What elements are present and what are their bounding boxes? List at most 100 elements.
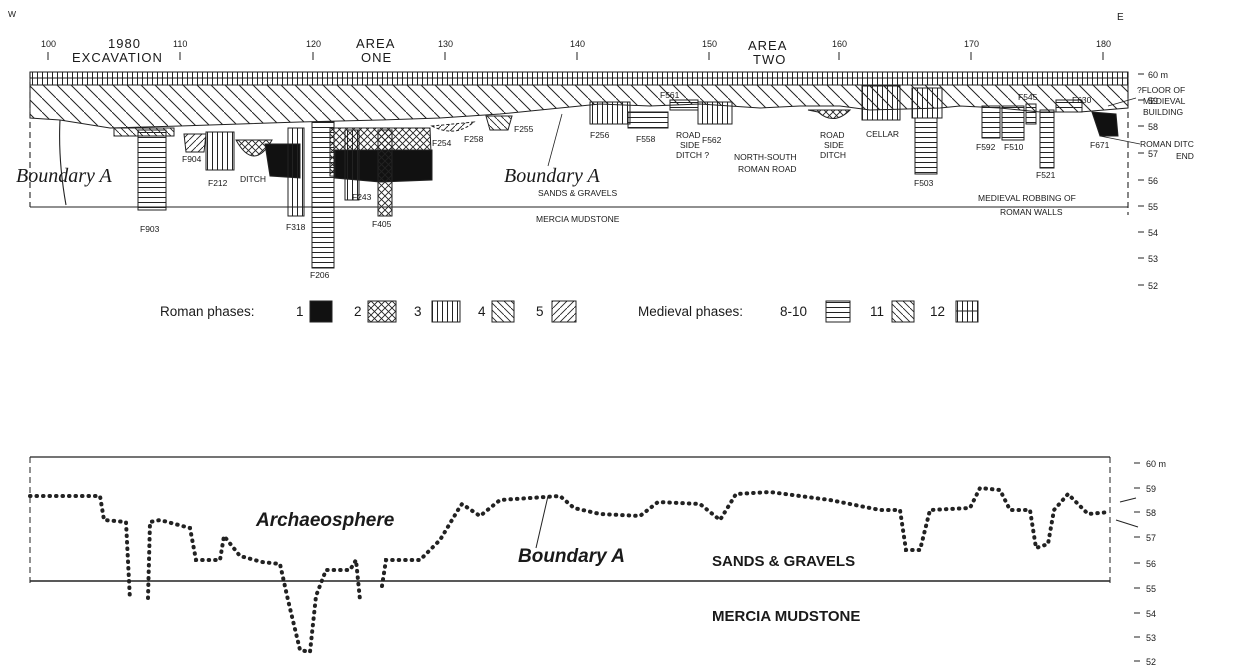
- roman-ditch-end-line1: ROMAN DITC: [1140, 139, 1194, 149]
- mercia-mudstone-bottom-label: MERCIA MUDSTONE: [712, 608, 860, 625]
- scale-bottom-tick: 55: [1146, 584, 1156, 594]
- roman-phase-2-label: 2: [354, 304, 362, 319]
- area-two-heading-line2: TWO: [753, 52, 786, 67]
- road-side-ditch-q-line1: ROAD: [676, 130, 701, 140]
- roman-phases-label: Roman phases:: [160, 304, 255, 319]
- depth-scale-bottom: 60 m 59 58 57 56 55 54 53 52: [1115, 459, 1166, 667]
- medieval-phase-8-10-swatch: [825, 300, 851, 323]
- medieval-floor-line3: BUILDING: [1143, 107, 1183, 117]
- leader-lines: [547, 97, 1141, 167]
- scale-top-60: 60 m: [1148, 70, 1168, 80]
- scale-bottom-tick: 53: [1146, 633, 1156, 643]
- f521-label: F521: [1036, 170, 1056, 180]
- north-south-road-line1: NORTH-SOUTH: [734, 152, 797, 162]
- boundary-a-bottom-label: Boundary A: [518, 546, 625, 567]
- scale-top-tick: 54: [1148, 228, 1158, 238]
- chainage-tick-label: 150: [702, 39, 717, 49]
- boundary-a-dotted-line: [28, 485, 1112, 655]
- mercia-mudstone-top-label: MERCIA MUDSTONE: [536, 214, 620, 224]
- chainage-tick-label: 130: [438, 39, 453, 49]
- f405-label: F405: [372, 219, 392, 229]
- scale-top-tick: 53: [1148, 254, 1158, 264]
- scale-bottom-tick: 57: [1146, 533, 1156, 543]
- chainage-tick-label: 170: [964, 39, 979, 49]
- roman-phase-5-label: 5: [536, 304, 544, 319]
- phase-legend: Roman phases: 1 2 3 4 5 Medieval phases:…: [160, 300, 979, 323]
- f206-label: F206: [310, 270, 330, 280]
- chainage-tick-label: 100: [41, 39, 56, 49]
- roman-ditch-end-line2: END: [1176, 151, 1194, 161]
- depth-scale-top: 60 m 59 58 57 56 55 54 53 52: [1138, 70, 1168, 291]
- medieval-phases-label: Medieval phases:: [638, 304, 743, 319]
- chainage-axis: 100 110 120 130 140 150 160 170 180: [41, 39, 1111, 60]
- f558-label: F558: [636, 134, 656, 144]
- roman-phase-3-swatch: [431, 300, 461, 323]
- chainage-tick-label: 160: [832, 39, 847, 49]
- robbing-line2: ROMAN WALLS: [1000, 207, 1063, 217]
- robbing-line1: MEDIEVAL ROBBING OF: [978, 193, 1076, 203]
- scale-bottom-tick: 54: [1146, 609, 1156, 619]
- scale-bottom-tick: 58: [1146, 508, 1156, 518]
- chainage-tick-label: 180: [1096, 39, 1111, 49]
- road-side-ditch-line3: DITCH: [820, 150, 846, 160]
- ditch-label: DITCH: [240, 174, 266, 184]
- bottom-section: Archaeosphere Boundary A SANDS & GRAVELS…: [28, 456, 1166, 667]
- roman-phase-4-swatch: [491, 300, 515, 323]
- cellar-label: CELLAR: [866, 129, 899, 139]
- road-side-ditch-line1: ROAD: [820, 130, 845, 140]
- roman-phase-1-swatch: [309, 300, 333, 323]
- excavation-1980-heading-line1: 1980: [108, 36, 141, 51]
- chainage-tick-label: 110: [173, 39, 187, 49]
- annotations: ROAD SIDE DITCH ? NORTH-SOUTH ROMAN ROAD…: [676, 85, 1194, 217]
- west-label: W: [8, 9, 16, 19]
- medieval-phase-11-swatch: [891, 300, 915, 323]
- north-south-road-line2: ROMAN ROAD: [738, 164, 797, 174]
- medieval-phase-12-label: 12: [930, 304, 945, 319]
- f671-label: F671: [1090, 140, 1110, 150]
- sands-gravels-bottom-label: SANDS & GRAVELS: [712, 553, 855, 570]
- scale-bottom-60: 60 m: [1146, 459, 1166, 469]
- main-hatched-layer: [29, 84, 1129, 129]
- f503-label: F503: [914, 178, 934, 188]
- f256-label: F256: [590, 130, 610, 140]
- boundary-a-left-label: Boundary A: [16, 165, 113, 187]
- archaeosphere-label: Archaeosphere: [255, 510, 395, 531]
- sands-gravels-top-label: SANDS & GRAVELS: [538, 188, 618, 198]
- f243-label: F243: [352, 192, 372, 202]
- roman-phase-4-label: 4: [478, 304, 486, 319]
- boundary-leader-line: [535, 495, 549, 549]
- roman-phase-5-swatch: [551, 300, 577, 323]
- f510-label: F510: [1004, 142, 1024, 152]
- scale-top-tick: 57: [1148, 149, 1158, 159]
- f318-label: F318: [286, 222, 306, 232]
- top-section: W E 100 110 120 130 140 150 160 170 180 …: [8, 9, 1194, 291]
- road-side-ditch-q-line3: DITCH ?: [676, 150, 709, 160]
- area-one-heading-line1: AREA: [356, 36, 395, 51]
- area-one-heading-line2: ONE: [361, 50, 392, 65]
- f630-label: F630: [1072, 95, 1092, 105]
- scale-bottom-tick: 52: [1146, 657, 1156, 667]
- f562-label: F562: [702, 135, 722, 145]
- scale-bottom-tick: 59: [1146, 484, 1156, 494]
- area-two-heading-line1: AREA: [748, 38, 787, 53]
- chainage-tick-label: 140: [570, 39, 585, 49]
- f545-label: F545: [1018, 92, 1038, 102]
- section-frame: [29, 72, 1129, 215]
- excavation-1980-heading-line2: EXCAVATION: [72, 50, 163, 65]
- roman-phase-3-label: 3: [414, 304, 422, 319]
- f561-label: F561: [660, 90, 680, 100]
- chainage-tick-label: 120: [306, 39, 321, 49]
- scale-top-tick: 56: [1148, 176, 1158, 186]
- roman-phase-2-swatch: [367, 300, 397, 323]
- scale-top-tick: 58: [1148, 122, 1158, 132]
- medieval-phase-11-label: 11: [870, 304, 884, 319]
- f258-label: F258: [464, 134, 484, 144]
- road-side-ditch-q-line2: SIDE: [680, 140, 700, 150]
- f254-label: F254: [432, 138, 452, 148]
- medieval-floor-line2: MEDIEVAL: [1143, 96, 1186, 106]
- scale-bottom-tick: 56: [1146, 559, 1156, 569]
- f904-label: F904: [182, 154, 202, 164]
- roman-phase-1-label: 1: [296, 304, 304, 319]
- feature-fills: [113, 85, 1119, 269]
